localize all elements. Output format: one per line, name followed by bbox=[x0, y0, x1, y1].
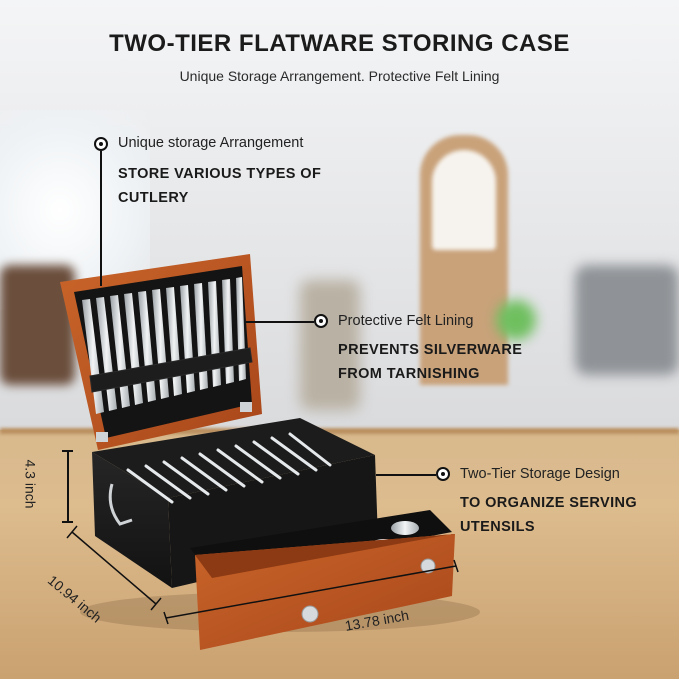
callout-1-label: Unique storage Arrangement bbox=[118, 135, 304, 151]
callout-2-desc: PREVENTS SILVERWARE FROM TARNISHING bbox=[338, 338, 522, 386]
background-plant bbox=[496, 300, 536, 340]
case-lid bbox=[60, 254, 262, 450]
callout-2-label: Protective Felt Lining bbox=[338, 313, 474, 329]
drawer-knob-side bbox=[420, 558, 436, 574]
callout-2-desc-line1: PREVENTS SILVERWARE bbox=[338, 342, 523, 358]
callout-3-marker bbox=[436, 467, 450, 481]
callout-2-leader bbox=[246, 321, 314, 323]
callout-1-desc-line2: CUTLERY bbox=[118, 190, 189, 206]
callout-3-desc-line2: UTENSILS bbox=[460, 519, 535, 535]
callout-3-label: Two-Tier Storage Design bbox=[460, 466, 620, 482]
tray-forks bbox=[126, 432, 332, 504]
height-dimension-tick-top bbox=[62, 450, 73, 452]
drawer-knob-front bbox=[301, 605, 319, 623]
side-handle bbox=[108, 483, 133, 526]
callout-3-desc: TO ORGANIZE SERVING UTENSILS bbox=[460, 491, 637, 539]
background-door-window bbox=[432, 150, 496, 250]
callout-1-desc-line1: STORE VARIOUS TYPES OF bbox=[118, 166, 322, 182]
callout-1-marker bbox=[94, 137, 108, 151]
page-title: TWO-TIER FLATWARE STORING CASE bbox=[109, 30, 570, 57]
height-dimension-tick-bottom bbox=[62, 521, 73, 523]
callout-2-desc-line2: FROM TARNISHING bbox=[338, 366, 480, 382]
page-subtitle: Unique Storage Arrangement. Protective F… bbox=[179, 68, 500, 84]
background-sofa-right bbox=[575, 265, 679, 375]
callout-3-leader bbox=[376, 474, 436, 476]
height-dimension-line bbox=[67, 450, 69, 522]
callout-3-desc-line1: TO ORGANIZE SERVING bbox=[460, 495, 638, 511]
callout-2-marker bbox=[314, 314, 328, 328]
table-edge bbox=[0, 428, 679, 434]
background-chair bbox=[300, 280, 360, 410]
drawer bbox=[190, 510, 455, 650]
callout-1-desc: STORE VARIOUS TYPES OF CUTLERY bbox=[118, 162, 321, 210]
callout-1-leader bbox=[100, 151, 102, 286]
